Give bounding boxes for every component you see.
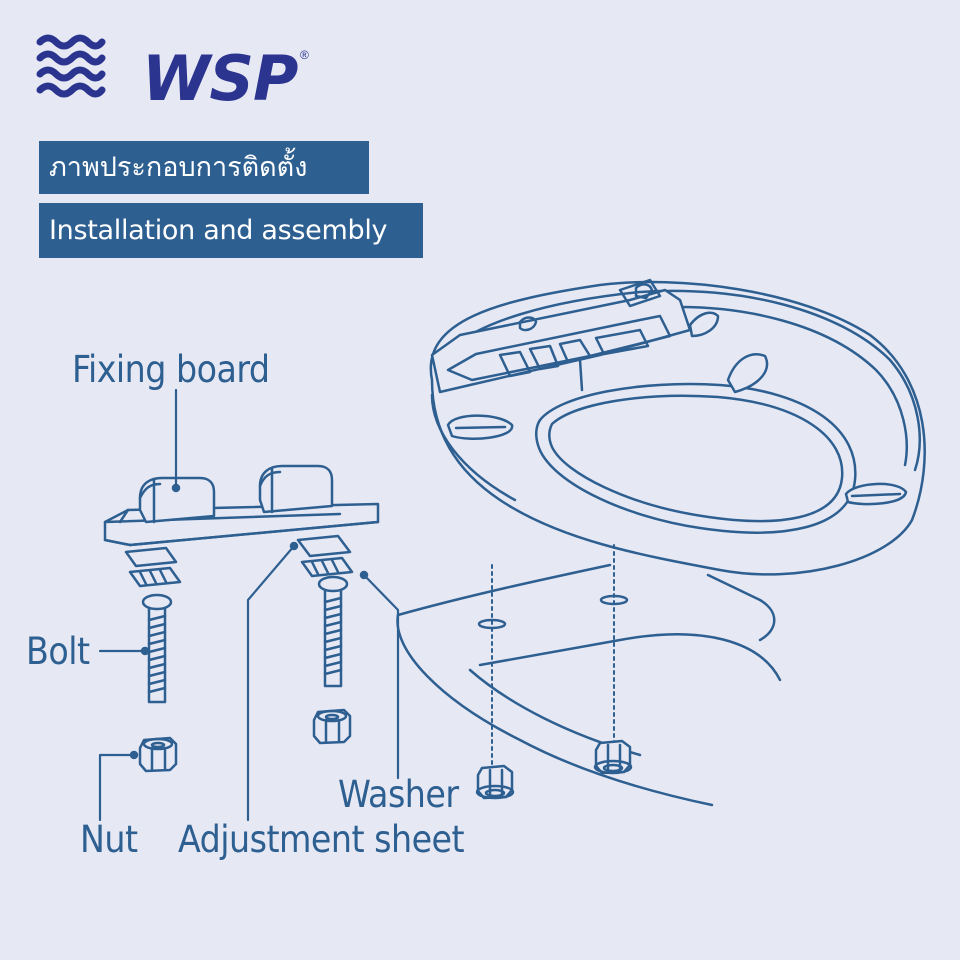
bowl-nuts xyxy=(475,739,633,800)
toilet-seat-drawing xyxy=(396,278,926,807)
leader-adjustment-sheet xyxy=(246,544,296,822)
leader-nut xyxy=(98,753,136,822)
wsp-logo: WSP ® xyxy=(36,26,309,110)
label-nut: Nut xyxy=(80,818,138,861)
registered-mark: ® xyxy=(300,48,309,62)
logo-wordmark: WSP xyxy=(142,42,298,115)
title-english: Installation and assembly xyxy=(39,203,423,258)
label-fixing-board: Fixing board xyxy=(72,348,270,391)
label-bolt: Bolt xyxy=(26,630,90,673)
fixing-board-drawing xyxy=(103,464,380,773)
wave-logo-icon xyxy=(36,34,106,98)
label-washer: Washer xyxy=(338,773,459,816)
leader-lines xyxy=(98,388,400,822)
label-adjustment-sheet: Adjustment sheet xyxy=(178,818,465,861)
bolt-guide-lines xyxy=(491,544,615,776)
title-thai: ภาพประกอบการติดตั้ง xyxy=(39,141,369,194)
leader-washer xyxy=(362,573,400,780)
